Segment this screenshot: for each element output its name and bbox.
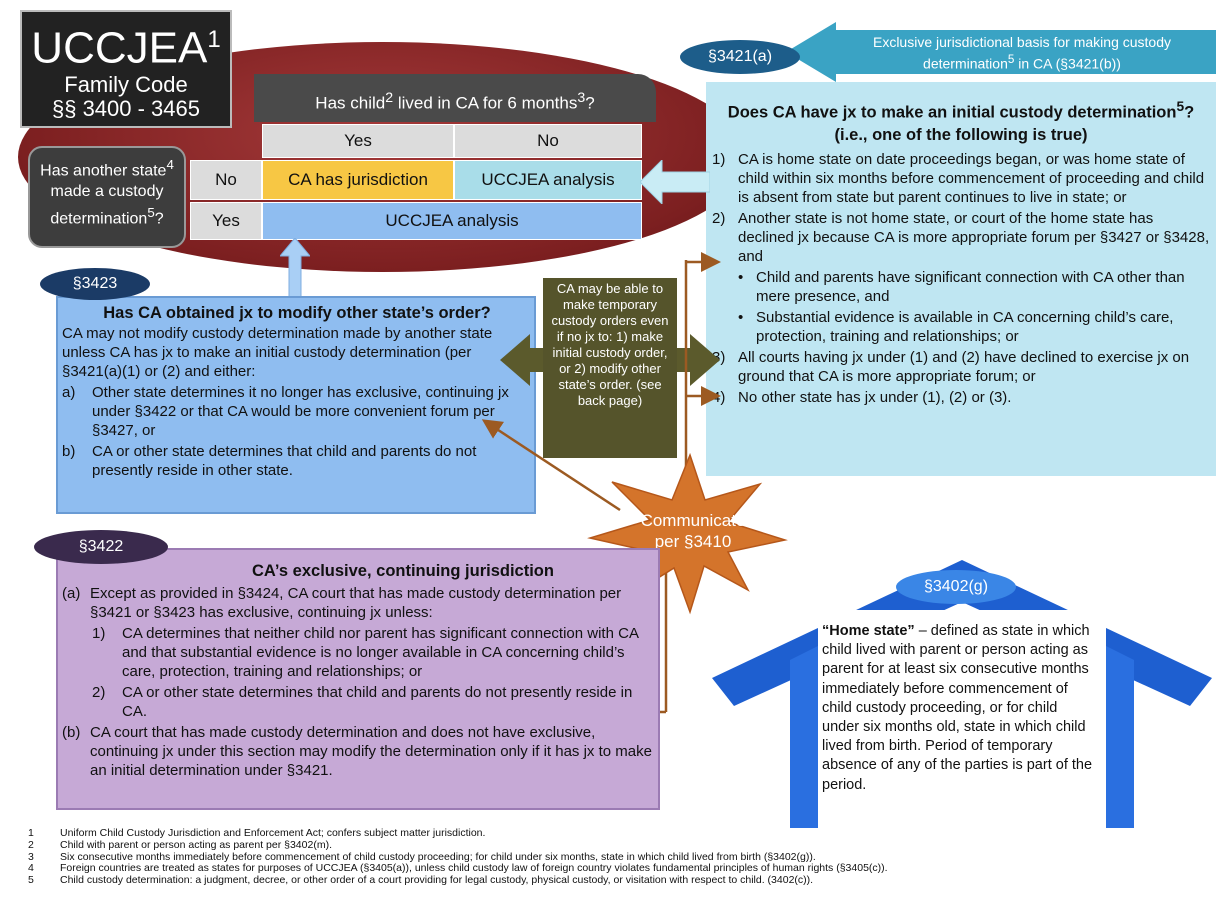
communicate-starburst <box>587 452 788 615</box>
cell-uccjea-analysis-no: UCCJEA analysis <box>454 160 642 200</box>
another-state-question: Has another state4 made a custody determ… <box>28 146 186 248</box>
exclusive-basis-arrow <box>786 22 1216 82</box>
list-item: 2)Another state is not home state, or co… <box>712 209 1210 265</box>
list-item: a)Other state determines it no longer ha… <box>62 384 509 439</box>
panel-3421-title: Does CA have jx to make an initial custo… <box>727 99 1195 122</box>
panel-3423-content: Has CA obtained jx to modify other state… <box>62 302 532 482</box>
arrow-to-matrix <box>640 160 710 204</box>
panel-3422 <box>56 548 660 810</box>
panel-3423-title: Has CA obtained jx to modify other state… <box>103 304 491 322</box>
panel-3421 <box>706 82 1216 476</box>
list-item: (b)CA court that has made custody determ… <box>62 724 652 779</box>
title-line1: Family Code <box>64 71 188 97</box>
list-item: b)CA or other state determines that chil… <box>62 443 477 479</box>
col-no-header: No <box>454 124 642 158</box>
cell-ca-has-jurisdiction: CA has jurisdiction <box>262 160 454 200</box>
bullet-item: •Child and parents have significant conn… <box>738 268 1185 305</box>
matrix-question: Has child2 lived in CA for 6 months3? <box>254 74 656 122</box>
title-line2: §§ 3400 - 3465 <box>51 95 201 121</box>
bullet-item: •Substantial evidence is available in CA… <box>738 308 1174 345</box>
panel-3421-subtitle: (i.e., one of the following is true) <box>834 125 1088 144</box>
tag-3402g: §3402(g) <box>896 570 1016 604</box>
title-main: UCCJEA1 <box>31 23 221 73</box>
list-item: 1)CA determines that neither child nor p… <box>92 625 639 680</box>
exclusive-basis-label: Exclusive jurisdictional basis for makin… <box>872 34 1171 72</box>
tag-3421a: §3421(a) <box>680 40 800 74</box>
temporary-orders-box: CA may be able to make temporary custody… <box>543 278 677 458</box>
cell-uccjea-analysis-yes: UCCJEA analysis <box>262 202 642 240</box>
panel-3423-intro: CA may not modify custody determination … <box>62 325 493 380</box>
communicate-label: Communicate per §3410 <box>640 511 746 551</box>
col-yes-header: Yes <box>262 124 454 158</box>
row-yes-header: Yes <box>190 202 262 240</box>
panel-3422-title: CA’s exclusive, continuing jurisdiction <box>252 562 554 580</box>
home-state-definition: “Home state” – defined as state in which… <box>822 623 1093 793</box>
list-item: 1)CA is home state on date proceedings b… <box>712 150 1205 206</box>
list-item: (a)Except as provided in §3424, CA court… <box>62 585 622 621</box>
panel-3422-content: CA’s exclusive, continuing jurisdiction … <box>62 560 654 782</box>
title-box: UCCJEA1 Family Code §§ 3400 - 3465 <box>20 10 232 128</box>
list-item: 3)All courts having jx under (1) and (2)… <box>712 348 1190 385</box>
panel-3423 <box>56 296 536 514</box>
arrow-up-to-matrix <box>280 238 310 298</box>
row-no-header: No <box>190 160 262 200</box>
tag-3423: §3423 <box>40 268 150 300</box>
list-item: 2)CA or other state determines that chil… <box>92 684 633 720</box>
tag-3422: §3422 <box>34 530 168 564</box>
